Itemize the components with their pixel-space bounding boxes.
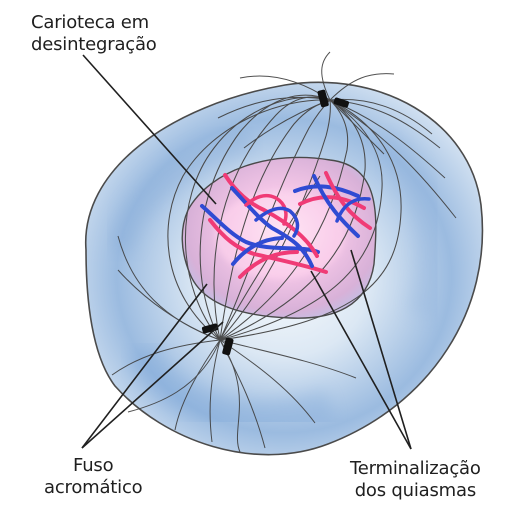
carioteca-label: Carioteca em desintegração [31,12,157,56]
fuso-label-line2: acromático [44,477,143,498]
spindle-main-fibers [167,94,402,341]
label-pointers [81,54,412,450]
terminalizacao-label-line1: Terminalização [350,458,481,479]
fuso-label-line1: Fuso [73,455,114,476]
terminalizacao-label-line2: dos quiasmas [354,480,477,501]
terminalizacao-label: Terminalização dos quiasmas [350,458,481,502]
upper-centriole [317,89,350,108]
chromosomes [200,171,372,279]
fuso-label: Fuso acromático [44,455,143,499]
carioteca-label-line2: desintegração [31,34,157,55]
carioteca-label-line1: Carioteca em [31,12,150,33]
lower-centriole [201,323,234,356]
